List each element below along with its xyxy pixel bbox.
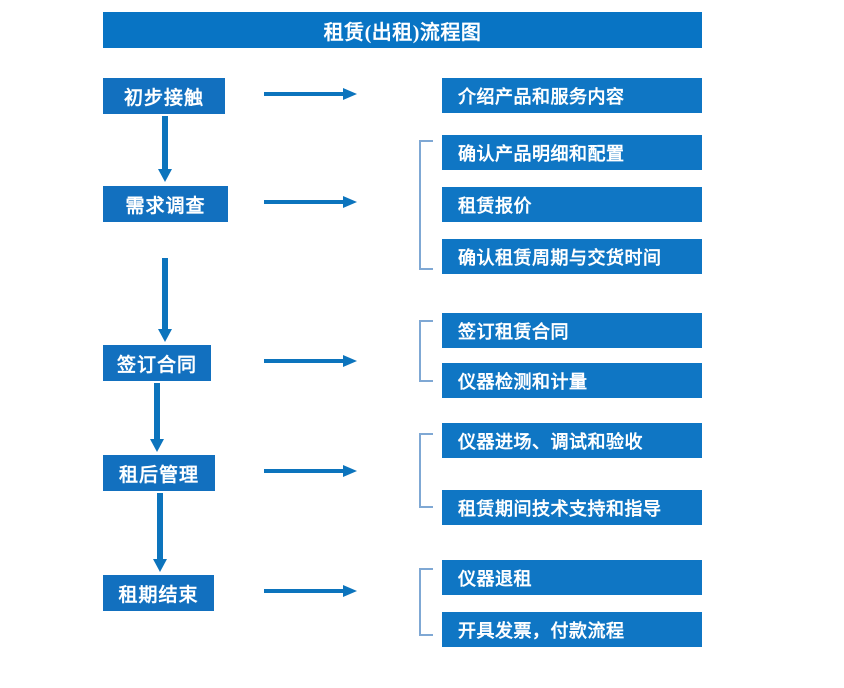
detail-box-2-1[interactable]: 确认产品明细和配置	[442, 135, 702, 170]
arrow-down-icon-2	[155, 258, 175, 342]
arrow-down-icon-4	[150, 493, 170, 572]
group-bracket-2	[419, 320, 433, 382]
stage-box-4[interactable]: 租后管理	[103, 455, 215, 491]
arrow-right-icon-5	[264, 584, 359, 598]
detail-box-2-3[interactable]: 确认租赁周期与交货时间	[442, 239, 702, 274]
arrow-right-icon-2	[264, 195, 359, 209]
arrow-right-icon-4	[264, 464, 359, 478]
detail-box-4-2[interactable]: 租赁期间技术支持和指导	[442, 490, 702, 525]
detail-box-1-1[interactable]: 介绍产品和服务内容	[442, 78, 702, 113]
arrow-right-icon-3	[264, 354, 359, 368]
detail-box-3-1[interactable]: 签订租赁合同	[442, 313, 702, 348]
arrow-down-icon-3	[147, 383, 167, 452]
detail-box-5-2[interactable]: 开具发票，付款流程	[442, 612, 702, 647]
stage-box-5[interactable]: 租期结束	[103, 575, 214, 611]
group-bracket-1	[419, 140, 433, 270]
stage-box-3[interactable]: 签订合同	[103, 345, 211, 381]
group-bracket-4	[419, 568, 433, 636]
detail-box-3-2[interactable]: 仪器检测和计量	[442, 363, 702, 398]
arrow-right-icon-1	[264, 87, 359, 101]
detail-box-4-1[interactable]: 仪器进场、调试和验收	[442, 423, 702, 458]
detail-box-5-1[interactable]: 仪器退租	[442, 560, 702, 595]
stage-box-1[interactable]: 初步接触	[103, 78, 225, 114]
stage-box-2[interactable]: 需求调查	[103, 186, 228, 222]
arrow-down-icon-1	[155, 116, 175, 182]
detail-box-2-2[interactable]: 租赁报价	[442, 187, 702, 222]
group-bracket-3	[419, 433, 433, 508]
page-title: 租赁(出租)流程图	[103, 12, 702, 48]
